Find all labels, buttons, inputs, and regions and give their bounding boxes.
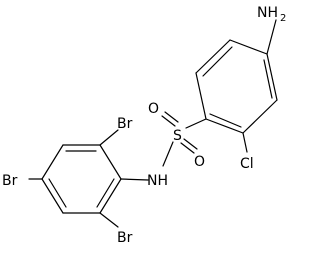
bond-a-double-1 <box>202 46 233 77</box>
bond-a3 <box>266 53 278 101</box>
bromine-bottom-label: Br <box>117 230 133 246</box>
bond-nh-c <box>120 178 149 181</box>
bond-b-double-3 <box>96 178 115 208</box>
bond-s-o-bottom-2 <box>180 142 195 154</box>
bond-s-o-bottom-1 <box>183 138 198 150</box>
bond-a2 <box>229 39 268 55</box>
structure-canvas: NH 2 Cl O S O NH Br Br Br <box>2 5 286 246</box>
bromine-top-label: Br <box>117 116 133 132</box>
bromine-left-label: Br <box>2 173 18 189</box>
oxygen-top-label: O <box>148 101 159 117</box>
bond-c-nh2 <box>266 19 277 55</box>
bond-a5 <box>205 118 244 134</box>
bond-b-double-2 <box>48 178 67 208</box>
bond-a-double-3 <box>209 113 242 128</box>
bond-b6 <box>99 178 122 214</box>
bond-s-nh <box>162 141 174 167</box>
bond-a6 <box>195 72 207 120</box>
bond-a1 <box>195 39 231 74</box>
bond-b1 <box>99 144 122 180</box>
bond-c-br-bottom <box>99 212 119 228</box>
bond-c-br-top <box>99 129 119 146</box>
nh2-label: NH <box>257 5 278 21</box>
sulfur-label: S <box>173 128 182 144</box>
bond-s-o-top-2 <box>161 115 176 127</box>
bond-a-double-2 <box>263 59 273 99</box>
nh-label: NH <box>147 173 168 189</box>
bond-b4 <box>41 178 64 214</box>
bond-c-cl <box>242 132 248 153</box>
bond-a4 <box>242 99 278 134</box>
atom-labels: NH 2 Cl O S O NH Br Br Br <box>2 5 286 246</box>
bond-c-s <box>185 118 207 129</box>
bonds <box>28 19 278 228</box>
chlorine-label: Cl <box>240 156 254 172</box>
oxygen-bottom-label: O <box>194 154 205 170</box>
nh2-subscript: 2 <box>280 13 286 24</box>
bond-b3 <box>41 144 64 180</box>
bond-s-o-top-1 <box>164 111 179 123</box>
